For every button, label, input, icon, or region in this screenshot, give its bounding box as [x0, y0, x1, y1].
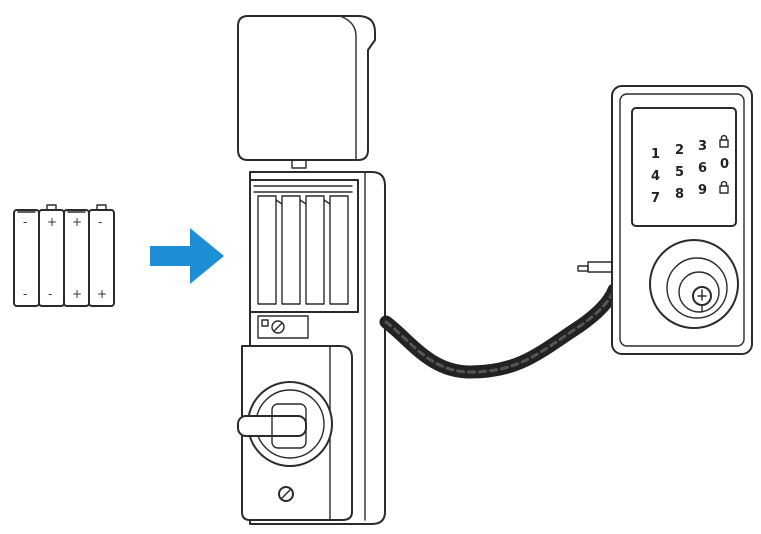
battery-top-mark: - [98, 215, 102, 229]
battery-bottom-mark: + [72, 287, 82, 301]
battery [88, 204, 115, 307]
keypad-panel [631, 107, 737, 227]
connection-cable [379, 283, 621, 379]
key-0[interactable]: 0 [720, 157, 729, 172]
lock-key-icon[interactable] [719, 134, 729, 148]
key-cylinder [649, 239, 739, 329]
key-3[interactable]: 3 [698, 139, 707, 154]
key-7[interactable]: 7 [651, 191, 660, 206]
interior-lock-assembly [237, 171, 386, 525]
key-6[interactable]: 6 [698, 161, 707, 176]
keypad: 1 2 3 4 5 6 0 7 8 9 [651, 134, 729, 206]
battery-top-mark: + [72, 215, 82, 229]
battery-cover [237, 15, 376, 169]
key-1[interactable]: 1 [651, 147, 660, 162]
key-8[interactable]: 8 [675, 187, 684, 202]
lock-key-icon[interactable] [719, 180, 729, 194]
battery-top-mark: - [23, 215, 27, 229]
key-2[interactable]: 2 [675, 143, 684, 158]
battery-bottom-mark: + [97, 287, 107, 301]
key-5[interactable]: 5 [675, 165, 684, 180]
key-9[interactable]: 9 [698, 183, 707, 198]
battery-compartment [249, 179, 359, 313]
battery-pack: - + + - - - + + [13, 204, 115, 307]
exterior-keypad-lock: 1 2 3 4 5 6 0 7 8 9 [577, 85, 753, 355]
battery-top-mark: + [47, 215, 57, 229]
key-4[interactable]: 4 [651, 169, 660, 184]
battery-bottom-mark: - [23, 287, 27, 301]
battery-bottom-mark: - [48, 287, 52, 301]
thumb-turn [237, 381, 333, 467]
right-arrow-icon [150, 228, 224, 284]
